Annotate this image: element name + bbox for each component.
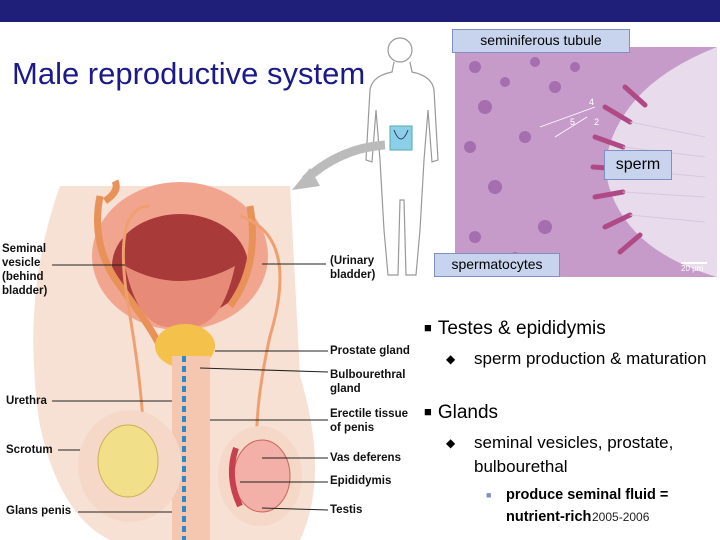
bullet-glands: ■ Glands xyxy=(424,402,498,424)
bullet-seminal-vesicles: seminal vesicles, prostate, bulbourethal xyxy=(474,433,674,476)
label-sperm: sperm xyxy=(604,150,672,180)
slide-title: Male reproductive system xyxy=(12,56,366,91)
micro-number-2: 2 xyxy=(594,117,599,127)
bullet-sperm-production: sperm production & maturation xyxy=(474,349,707,368)
label-seminal-vesicle: Seminal vesicle (behind bladder) xyxy=(2,243,48,297)
seminiferous-micrograph: 4 5 2 20 µm xyxy=(455,47,717,277)
label-spermatocytes: spermatocytes xyxy=(434,253,560,277)
bullet-testes-text: Testes & epididymis xyxy=(437,318,606,339)
label-testis: Testis xyxy=(330,504,363,516)
label-seminiferous-tubule: seminiferous tubule xyxy=(452,29,630,53)
human-outline-figure xyxy=(292,37,439,276)
label-scrotum: Scrotum xyxy=(6,444,53,456)
male-anatomy-illustration: Seminal vesicle (behind bladder) (Urinar… xyxy=(0,176,420,540)
scale-bar-label: 20 µm xyxy=(681,264,704,273)
label-urethra: Urethra xyxy=(6,395,47,407)
top-accent-bar xyxy=(0,0,720,22)
label-urinary-bladder: (Urinary bladder) xyxy=(330,255,376,281)
label-bulbourethral-gland: Bulbourethral gland xyxy=(330,369,406,395)
diamond-bullet-icon: ◆ xyxy=(446,352,456,366)
square-bullet-icon: ■ xyxy=(424,404,432,419)
pointer-arrow-icon xyxy=(301,140,386,184)
square-bullet-icon: ■ xyxy=(424,320,432,335)
micro-number-5: 5 xyxy=(570,117,575,127)
small-square-bullet-icon: ■ xyxy=(486,490,492,500)
micro-number-4: 4 xyxy=(589,97,594,107)
bullet-glands-text: Glands xyxy=(437,402,499,423)
label-prostate-gland: Prostate gland xyxy=(330,345,410,357)
label-erectile-tissue: Erectile tissue of penis xyxy=(330,408,408,434)
bullet-seminal-fluid: produce seminal fluid = nutrient-rich xyxy=(506,487,669,525)
slide-footer-year: 2005-2006 xyxy=(592,510,650,524)
label-vas-deferens: Vas deferens xyxy=(330,452,401,464)
label-epididymis: Epididymis xyxy=(330,475,392,487)
label-glans-penis: Glans penis xyxy=(6,505,72,517)
bullet-testes: ■ Testes & epididymis xyxy=(424,318,606,340)
diamond-bullet-icon: ◆ xyxy=(446,436,456,450)
